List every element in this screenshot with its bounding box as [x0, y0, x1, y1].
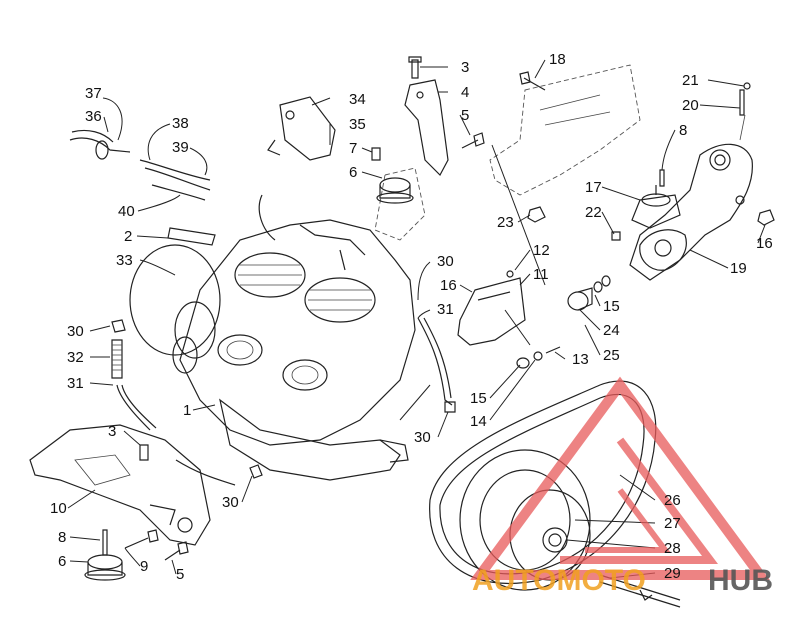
callout-22: 22 — [585, 204, 602, 221]
callout-34: 34 — [349, 91, 366, 108]
callout-7: 7 — [349, 140, 357, 157]
callout-32: 32 — [67, 349, 84, 366]
callout-25: 25 — [603, 347, 620, 364]
callout-12: 12 — [533, 242, 550, 259]
callout-30-upper: 30 — [437, 253, 454, 270]
washer-stack-13-14 — [516, 346, 561, 369]
callout-13: 13 — [572, 351, 589, 368]
callout-35: 35 — [349, 116, 366, 133]
bolt-7 — [371, 147, 381, 161]
spacer-stack — [567, 275, 611, 311]
nut-16-right — [757, 209, 775, 226]
tube-31-right — [417, 317, 453, 406]
bolt-3-top — [408, 56, 422, 79]
bracket-11 — [457, 270, 526, 346]
callout-30-left: 30 — [67, 323, 84, 340]
callout-5-bottom: 5 — [176, 566, 184, 583]
callout-6-bottom: 6 — [58, 553, 66, 570]
callout-27: 27 — [664, 515, 681, 532]
intake-34 — [267, 96, 336, 161]
bolt-18 — [519, 71, 546, 91]
callout-24: 24 — [603, 322, 620, 339]
callout-15-right: 15 — [603, 298, 620, 315]
watermark-triangle-inner — [560, 437, 718, 564]
bolt-3-lower — [139, 444, 149, 461]
bottom-mount-6 — [84, 529, 126, 581]
callout-3-top: 3 — [461, 59, 469, 76]
callout-19: 19 — [730, 260, 747, 277]
callout-26: 26 — [664, 492, 681, 509]
callout-23: 23 — [497, 214, 514, 231]
callout-8-bottom: 8 — [58, 529, 66, 546]
callout-31-left: 31 — [67, 375, 84, 392]
callout-16-right: 16 — [756, 235, 773, 252]
callout-20: 20 — [682, 97, 699, 114]
callout-21: 21 — [682, 72, 699, 89]
leader-lines — [67, 59, 766, 579]
callout-18: 18 — [549, 51, 566, 68]
engine-mount-17 — [631, 185, 681, 229]
callout-11: 11 — [533, 266, 549, 283]
callout-28: 28 — [664, 540, 681, 557]
disc-33 — [129, 244, 221, 356]
callout-9: 9 — [140, 558, 148, 575]
callout-38: 38 — [172, 115, 189, 132]
callout-30-lower: 30 — [222, 494, 239, 511]
callout-30-right: 30 — [414, 429, 431, 446]
watermark-text-hub: HUB — [708, 564, 773, 597]
bolt-5-bottom — [164, 541, 189, 561]
bracket-4 — [374, 79, 449, 241]
callout-29: 29 — [664, 565, 681, 582]
left-tubes — [111, 319, 236, 486]
callout-10: 10 — [50, 500, 67, 517]
gasket-2 — [167, 227, 216, 246]
callout-1: 1 — [183, 402, 191, 419]
hose-group — [69, 129, 211, 201]
callout-37: 37 — [85, 85, 102, 102]
callout-3-lower: 3 — [108, 423, 116, 440]
callout-16-mid: 16 — [440, 277, 457, 294]
parts-drawing — [29, 56, 775, 608]
motor-plate-10 — [29, 424, 211, 546]
callout-5-top: 5 — [461, 107, 469, 124]
callout-40: 40 — [118, 203, 135, 220]
watermark-triangle-outer — [470, 376, 770, 580]
nut-23 — [527, 206, 546, 223]
watermark-text-automoto: AUTOMOTO — [472, 564, 646, 597]
callout-14: 14 — [470, 413, 487, 430]
upper-bracket — [629, 143, 753, 281]
pin-20-21 — [739, 89, 745, 116]
callout-6-top: 6 — [349, 164, 357, 181]
callout-17: 17 — [585, 179, 602, 196]
watermark-logo — [470, 376, 770, 580]
callout-33: 33 — [116, 252, 133, 269]
bolt-5-top — [461, 132, 485, 149]
callout-36: 36 — [85, 108, 102, 125]
stud-8 — [659, 169, 665, 187]
bolt-30-lower — [249, 464, 263, 479]
callout-2: 2 — [124, 228, 132, 245]
callout-labels: 37 36 38 39 40 34 35 3 4 5 7 6 18 21 20 … — [50, 51, 773, 583]
callout-8-top: 8 — [679, 122, 687, 139]
bolt-30-right — [444, 401, 456, 413]
bolt-9 — [124, 529, 159, 549]
callout-15-mid: 15 — [470, 390, 487, 407]
callout-31-right: 31 — [437, 301, 454, 318]
engine-block — [172, 194, 416, 481]
callout-39: 39 — [172, 139, 189, 156]
callout-4: 4 — [461, 84, 469, 101]
bolt-22 — [611, 231, 621, 241]
chain-case-cover — [489, 64, 641, 196]
